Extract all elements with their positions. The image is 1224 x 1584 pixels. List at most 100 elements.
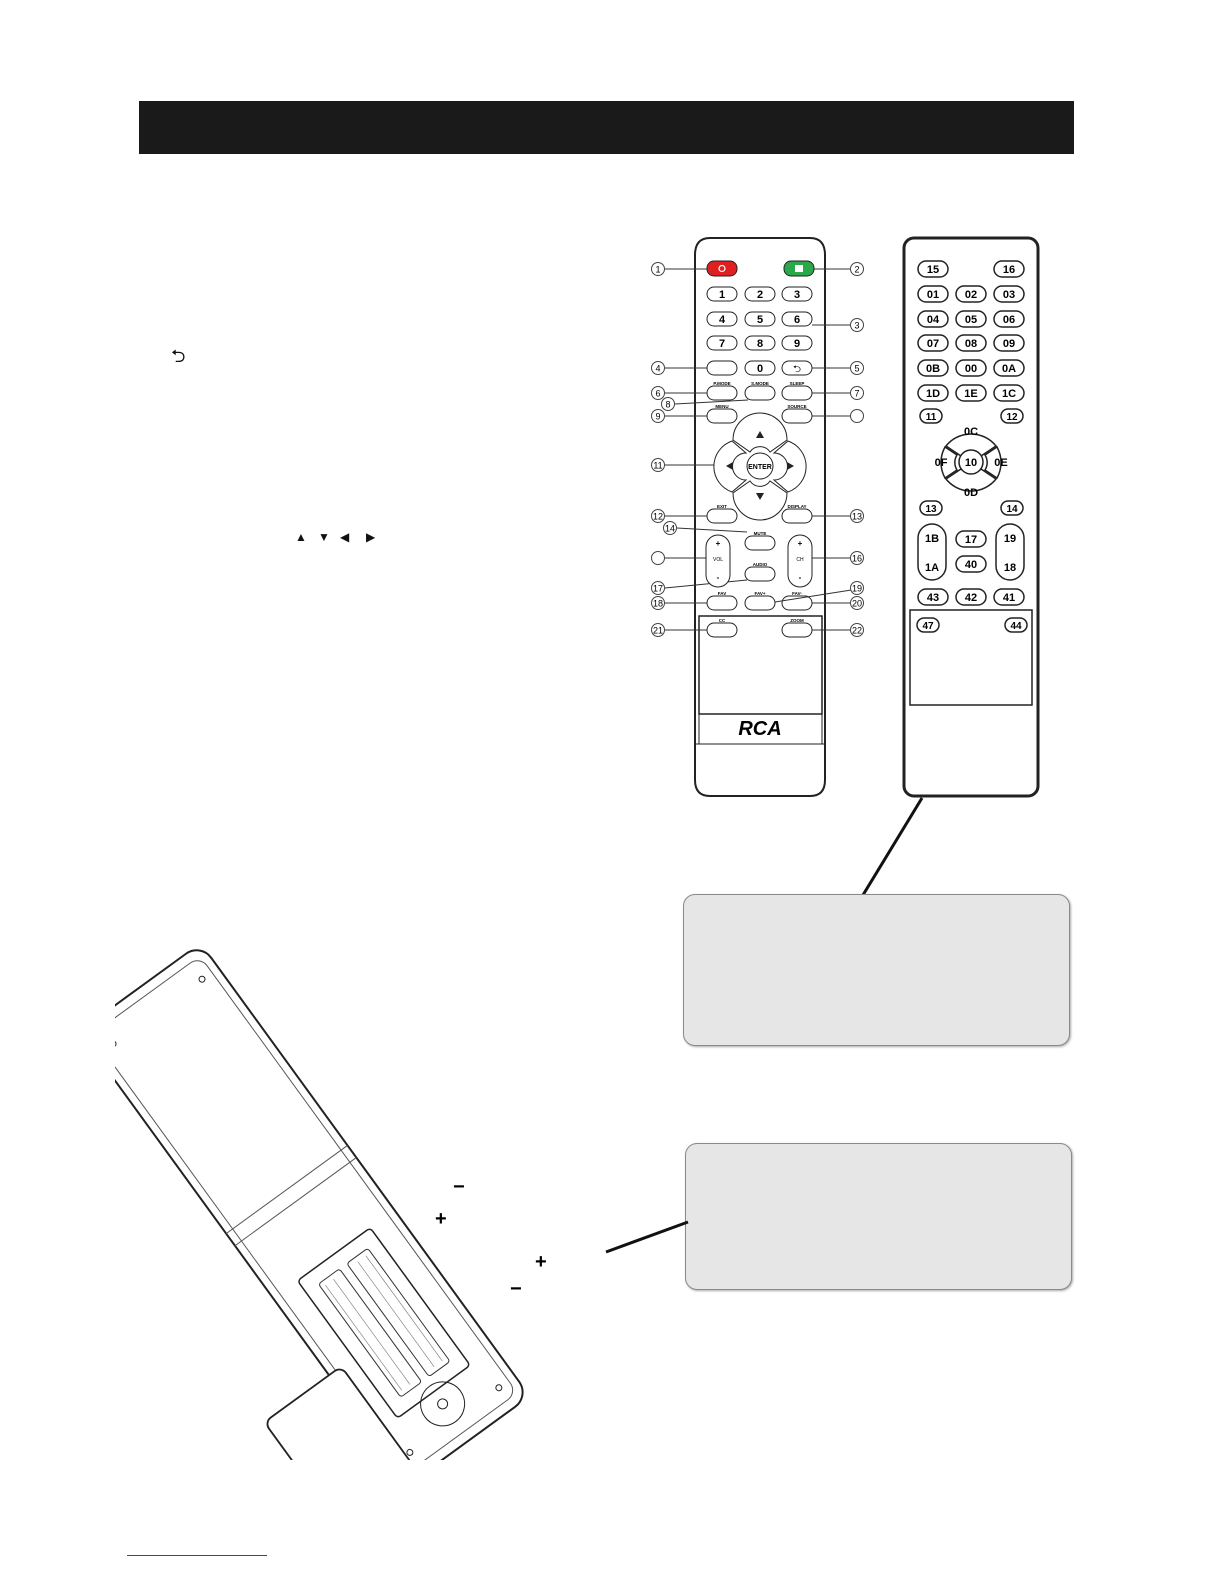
code-key[interactable] [955, 285, 987, 303]
digit-key[interactable] [781, 311, 813, 327]
code-key[interactable] [955, 384, 987, 402]
zoom-button[interactable] [781, 622, 813, 638]
fav-button[interactable] [706, 595, 738, 611]
code-left: 0F [935, 457, 948, 469]
code-last-key[interactable] [1004, 617, 1028, 633]
code-key-label: 05 [965, 314, 977, 326]
callout-circle [850, 318, 864, 332]
code-key[interactable] [917, 588, 949, 606]
sound-mode-button[interactable] [744, 385, 776, 401]
digit-key[interactable] [744, 286, 776, 302]
code-side-label: 11 [926, 412, 937, 423]
code-key[interactable] [955, 359, 987, 377]
sleep-button[interactable] [781, 385, 813, 401]
callout-circle [651, 551, 665, 565]
display-button[interactable] [781, 508, 813, 524]
callout-circle [663, 521, 677, 535]
cc-button-label: CC [719, 618, 726, 623]
callout-number: 19 [852, 584, 862, 594]
digit-key[interactable] [706, 286, 738, 302]
callout-circle [651, 458, 665, 472]
callout-circle [651, 262, 665, 276]
code-key[interactable] [993, 359, 1025, 377]
code-key[interactable] [955, 555, 987, 573]
digit-key[interactable] [744, 335, 776, 351]
channel-rocker[interactable] [787, 534, 813, 588]
battery-plus-top: + [435, 1208, 447, 1230]
code-key[interactable] [917, 384, 949, 402]
power-button[interactable] [706, 260, 738, 277]
code-key[interactable] [917, 334, 949, 352]
code-last-label: 47 [922, 621, 934, 632]
code-key[interactable] [993, 588, 1025, 606]
code-key[interactable] [955, 310, 987, 328]
code-dpad[interactable]: 0C 0F 10 0E 0D [935, 426, 1008, 499]
code-key[interactable] [955, 334, 987, 352]
ch-minus-label: - [799, 573, 802, 582]
code-side-key[interactable] [919, 408, 943, 424]
code-key[interactable] [955, 588, 987, 606]
volume-rocker[interactable] [705, 534, 731, 588]
battery-info-box [685, 1143, 1072, 1290]
menu-button[interactable] [706, 408, 738, 424]
code-rocker-left-bottom: 1A [925, 562, 939, 574]
code-key[interactable] [917, 310, 949, 328]
dash-button[interactable] [706, 360, 738, 376]
code-key-label: 16 [1003, 264, 1015, 276]
audio-button[interactable] [744, 566, 776, 582]
code-key[interactable] [917, 359, 949, 377]
sound-mode-button-label: S.MODE [751, 381, 769, 386]
code-key-label: 06 [1003, 314, 1015, 326]
code-key[interactable] [993, 260, 1025, 278]
arrow-down-icon: ▼ [318, 530, 330, 544]
callout-number: 6 [655, 389, 660, 399]
callout-number: 13 [852, 512, 862, 522]
digit-key[interactable] [706, 311, 738, 327]
arrow-right-icon: ▶ [366, 530, 376, 544]
callout-leader [664, 579, 748, 589]
digit-key[interactable] [781, 286, 813, 302]
code-last-label: 44 [1010, 621, 1022, 632]
code-key[interactable] [917, 285, 949, 303]
code-key[interactable] [955, 530, 987, 548]
battery-plus-bottom: + [535, 1251, 547, 1273]
code-key[interactable] [993, 285, 1025, 303]
picture-mode-button-label: P.MODE [713, 381, 730, 386]
code-side-key[interactable] [1000, 408, 1024, 424]
digit-key[interactable] [706, 335, 738, 351]
digit-label: 7 [719, 338, 725, 350]
cc-button[interactable] [706, 622, 738, 638]
dpad[interactable]: ENTER [713, 412, 807, 521]
digit-key[interactable] [744, 360, 776, 376]
fav-button-label: FAV [718, 591, 726, 596]
code-down: 0D [964, 487, 978, 499]
code-below-dpad-key[interactable] [1000, 500, 1024, 516]
battery-cover [266, 1368, 475, 1460]
code-last-key[interactable] [916, 617, 940, 633]
code-key[interactable] [993, 310, 1025, 328]
code-up: 0C [964, 426, 978, 438]
code-rocker-left[interactable] [917, 523, 947, 581]
digit-label: 0 [757, 363, 763, 375]
callout-number: 3 [854, 321, 859, 331]
code-below-dpad-key[interactable] [919, 500, 943, 516]
source-button[interactable] [781, 408, 813, 424]
exit-button[interactable] [706, 508, 738, 524]
fav-plus-button[interactable] [744, 595, 776, 611]
battery-minus-bottom: − [510, 1278, 522, 1300]
code-key[interactable] [917, 260, 949, 278]
digit-key[interactable] [744, 311, 776, 327]
mute-button[interactable] [744, 535, 776, 551]
code-key[interactable] [993, 334, 1025, 352]
picture-mode-button[interactable] [706, 385, 738, 401]
callout-circle [651, 581, 665, 595]
code-rocker-right[interactable] [995, 523, 1025, 581]
callout-circle [850, 623, 864, 637]
code-key[interactable] [993, 384, 1025, 402]
code-key-label: 08 [965, 338, 977, 350]
digit-key[interactable] [781, 335, 813, 351]
display-button-label: DISPLAY [787, 504, 806, 509]
callout-circle [850, 262, 864, 276]
